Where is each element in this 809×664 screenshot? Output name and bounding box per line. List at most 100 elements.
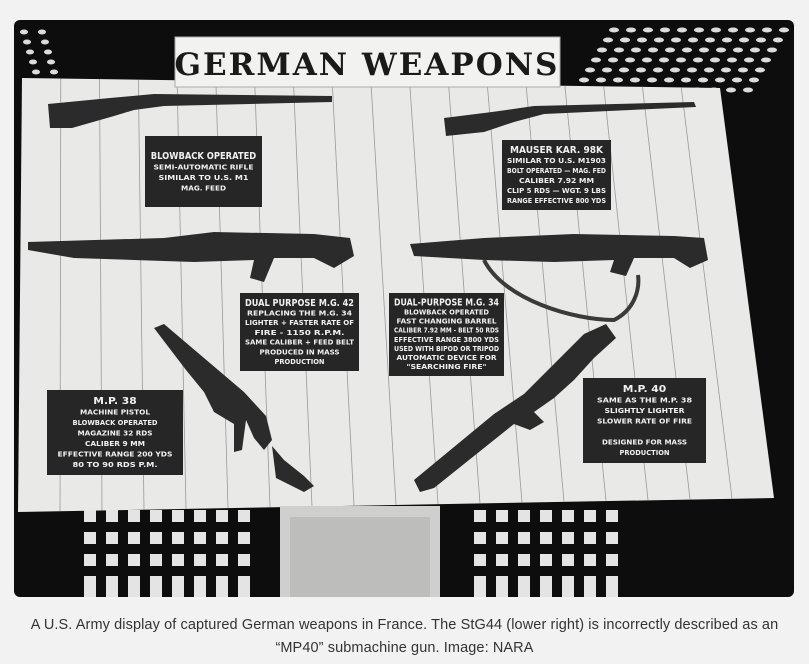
placard-background — [583, 378, 706, 463]
lattice-dot — [745, 27, 755, 33]
lattice-pane — [606, 510, 618, 522]
placard-line: SAME CALIBER + FEED BELT — [245, 338, 354, 347]
pedestal-inner — [290, 517, 430, 597]
lattice-dot — [47, 59, 55, 65]
placard-line: 80 TO 90 RDS P.M. — [73, 460, 158, 469]
placard-line: RANGE EFFECTIVE 800 YDS — [507, 196, 606, 205]
photo-caption: A U.S. Army display of captured German w… — [30, 617, 779, 656]
lattice-dot — [647, 77, 657, 83]
placard-line: CLIP 5 RDS — WGT. 9 LBS — [507, 186, 606, 195]
placard-line: CALIBER 9 MM — [85, 439, 145, 448]
lattice-dot — [620, 37, 630, 43]
lattice-dot — [705, 37, 715, 43]
lattice-pane — [496, 554, 508, 566]
lattice-dot — [626, 27, 636, 33]
placard-line: SLIGHTLY LIGHTER — [605, 406, 685, 415]
lattice-pane — [584, 510, 596, 522]
lattice-pane — [540, 510, 552, 522]
lattice-dot — [744, 57, 754, 63]
placard-line: SIMILAR TO U.S. M1903 — [507, 156, 606, 165]
lattice-dot — [670, 67, 680, 73]
lattice-dot — [597, 47, 607, 53]
placard-line: BOLT OPERATED — MAG. FED — [507, 166, 606, 175]
placard-background — [240, 293, 359, 371]
lattice-dot — [602, 67, 612, 73]
lattice-pane — [518, 510, 530, 522]
placard-line: MAUSER KAR. 98K — [510, 145, 604, 156]
lattice-pane — [84, 532, 96, 544]
placard-line: LIGHTER + FASTER RATE OF — [245, 318, 354, 327]
placard-line: PRODUCTION — [620, 448, 670, 457]
placard-line: USED WITH BIPOD OR TRIPOD — [394, 344, 499, 353]
lattice-dot — [687, 67, 697, 73]
lattice-dot — [585, 67, 595, 73]
lattice-dot — [681, 77, 691, 83]
lattice-dot — [694, 27, 704, 33]
lattice-dot — [722, 37, 732, 43]
lattice-pane — [216, 576, 228, 597]
lattice-dot — [653, 67, 663, 73]
weapons — [28, 94, 708, 492]
mp38-gun — [154, 324, 314, 492]
placard-line: DUAL-PURPOSE M.G. 34 — [394, 297, 499, 308]
lattice-pane — [496, 576, 508, 597]
lattice-pane — [84, 554, 96, 566]
lattice-dot — [608, 57, 618, 63]
lattice-dot — [41, 39, 49, 45]
lattice-dot — [716, 47, 726, 53]
lattice-dot — [710, 57, 720, 63]
stg44-gun — [414, 324, 616, 492]
lattice-dot — [631, 47, 641, 53]
placard-line: BLOWBACK OPERATED — [404, 307, 489, 316]
placard-background — [389, 293, 504, 376]
lattice-pane — [474, 576, 486, 597]
lattice-dot — [613, 77, 623, 83]
placard-line: SAME AS THE M.P. 38 — [597, 396, 692, 405]
placard-line: FAST CHANGING BARREL — [397, 317, 497, 326]
lattice-dot — [660, 27, 670, 33]
lattice-dot — [23, 39, 31, 45]
lattice-dot — [733, 47, 743, 53]
lattice-dot — [779, 27, 789, 33]
lattice-pane — [84, 510, 96, 522]
lattice-pane — [194, 554, 206, 566]
lattice-pane — [150, 510, 162, 522]
lattice-pane — [194, 532, 206, 544]
placard-line: SEMI-AUTOMATIC RIFLE — [154, 162, 254, 171]
placard-line: AUTOMATIC DEVICE FOR — [397, 353, 497, 362]
photo-svg: GERMAN WEAPONS BLOWBACK OPERATEDSEMI-AUT… — [18, 27, 789, 597]
rifle-gun — [48, 94, 332, 128]
placard-line: M.P. 40 — [623, 384, 667, 395]
lattice-pane — [238, 510, 250, 522]
placard-line: DESIGNED FOR MASS — [602, 438, 687, 447]
lattice-dot — [603, 37, 613, 43]
placard-line: SLOWER RATE OF FIRE — [597, 417, 692, 426]
lattice-dot — [750, 47, 760, 53]
lattice-dot — [643, 27, 653, 33]
lattice-pane — [606, 576, 618, 597]
placard-background — [145, 136, 262, 207]
lattice-pane — [216, 532, 228, 544]
placard-line: CALIBER 7.92 MM - BELT 50 RDS — [394, 326, 499, 335]
lattice-dot — [32, 69, 40, 75]
title-sign: GERMAN WEAPONS — [174, 36, 561, 88]
lattice-dot — [671, 37, 681, 43]
lattice-pane — [106, 576, 118, 597]
lattice-dot — [636, 67, 646, 73]
lattice-dot — [749, 77, 759, 83]
lattice-dot — [727, 57, 737, 63]
mg34-gun — [410, 234, 708, 276]
placard-background — [47, 390, 183, 475]
lattice-pane — [172, 576, 184, 597]
lattice-pane — [584, 576, 596, 597]
mg42-gun — [28, 232, 354, 282]
lattice-dot — [614, 47, 624, 53]
lattice-dot — [743, 87, 753, 93]
lattice-dot — [676, 57, 686, 63]
